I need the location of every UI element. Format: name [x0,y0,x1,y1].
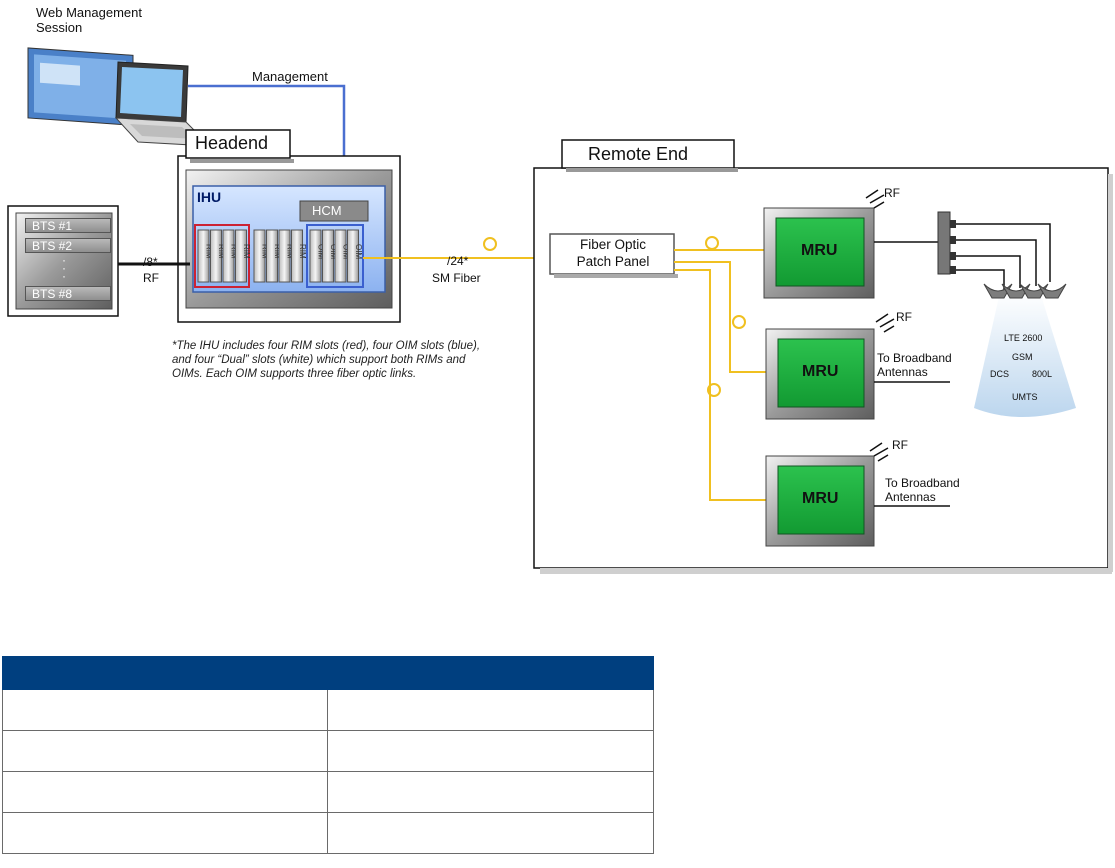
oim-slot-group [306,224,364,288]
mru-3-rf-label: RF [892,438,908,452]
bts-8: BTS #8 [25,286,111,301]
rf-link-label: RF [143,271,159,285]
fiber-count-label: /24* [447,254,469,268]
mru-2-rf-label: RF [896,310,912,324]
fiber-coil-icon [483,237,497,251]
band-umts-label: UMTS [1012,392,1038,402]
table-cell [327,730,654,772]
spec-table [2,656,654,854]
ihu-slot-label: RIM [230,244,239,259]
ihu-slot [291,229,303,283]
mru-3-label: MRU [802,490,839,507]
band-800l-label: 800L [1032,369,1053,379]
ihu-slot [210,229,222,283]
table-cell [327,771,654,813]
splitter-icon [937,211,956,275]
table-row [2,689,654,731]
mru-1-rf-label: RF [884,186,900,200]
mru-2 [765,328,875,420]
fiber-runs [674,236,770,501]
ihu-slot-label: RIM [205,244,214,259]
rf-wave-icons [865,189,895,462]
ihu-slot [278,229,291,283]
hcm-module [299,200,369,222]
ihu-slot [197,229,210,283]
remote-end-title-tab [561,139,735,169]
ihu-slot-label: OIM [342,244,351,259]
hcm-label: HCM [312,203,342,218]
antenna-icons [983,283,1067,299]
ihu-slot [334,229,347,283]
bts-2: BTS #2 [25,238,111,253]
ihu-slot-label: RIM [261,244,270,259]
rim-slot-group [194,224,250,288]
table-cell [2,730,328,772]
mru-3 [765,455,875,547]
patch-panel-label: Fiber Optic Patch Panel [576,237,650,269]
footnote: *The IHU includes four RIM slots (red), … [172,340,481,380]
mru-3-antenna-label: To Broadband Antennas [885,476,960,504]
laptop-icon [27,47,212,147]
headend-title-tab [185,129,291,159]
bts-1: BTS #1 [25,218,111,233]
ihu-slot [309,229,322,283]
mru-2-antenna-label: To Broadband Antennas [877,351,952,379]
band-gsm-label: GSM [1012,352,1033,362]
remote-end-title: Remote End [588,144,689,164]
mru-1 [763,207,875,299]
ihu-slot [253,229,266,283]
ihu-slot-label: OIM [354,244,363,259]
ihu-slot-label: RIM [242,244,251,259]
ihu-slot-label: RIM [273,244,282,259]
table-row [2,812,654,854]
ihu-slot-label: RIM [298,244,307,259]
rf-count-label: /8* [143,255,158,269]
ihu-label: IHU [197,189,222,205]
mru-1-label: MRU [801,242,838,259]
ihu-slot [222,229,235,283]
ihu-slot [266,229,278,283]
table-cell [2,771,328,813]
headend-title: Headend [195,133,269,153]
band-lte-label: LTE 2600 [1004,333,1043,343]
ihu-slot-label: OIM [329,244,338,259]
ihu-slot-label: RIM [286,244,295,259]
table-cell [2,812,328,854]
ihu-slot-label: RIM [217,244,226,259]
ihu-slot-label: OIM [317,244,326,259]
mru-2-label: MRU [802,363,839,380]
table-header-row [2,656,654,690]
web-session-label: Web Management Session [36,5,142,35]
patch-panel [549,233,675,275]
management-label: Management [252,69,328,84]
ihu-slot [235,229,247,283]
fiber-link-label: SM Fiber [432,271,481,285]
table-row [2,730,654,772]
table-row [2,771,654,813]
table-cell [2,689,328,731]
bts-ellipsis: · · · [62,253,66,283]
band-dcs-label: DCS [990,369,1010,379]
table-header [2,656,654,690]
table-cell [327,689,654,731]
ihu-slot [322,229,334,283]
ihu-slot [347,229,359,283]
table-cell [327,812,654,854]
coverage-cone [974,292,1076,417]
